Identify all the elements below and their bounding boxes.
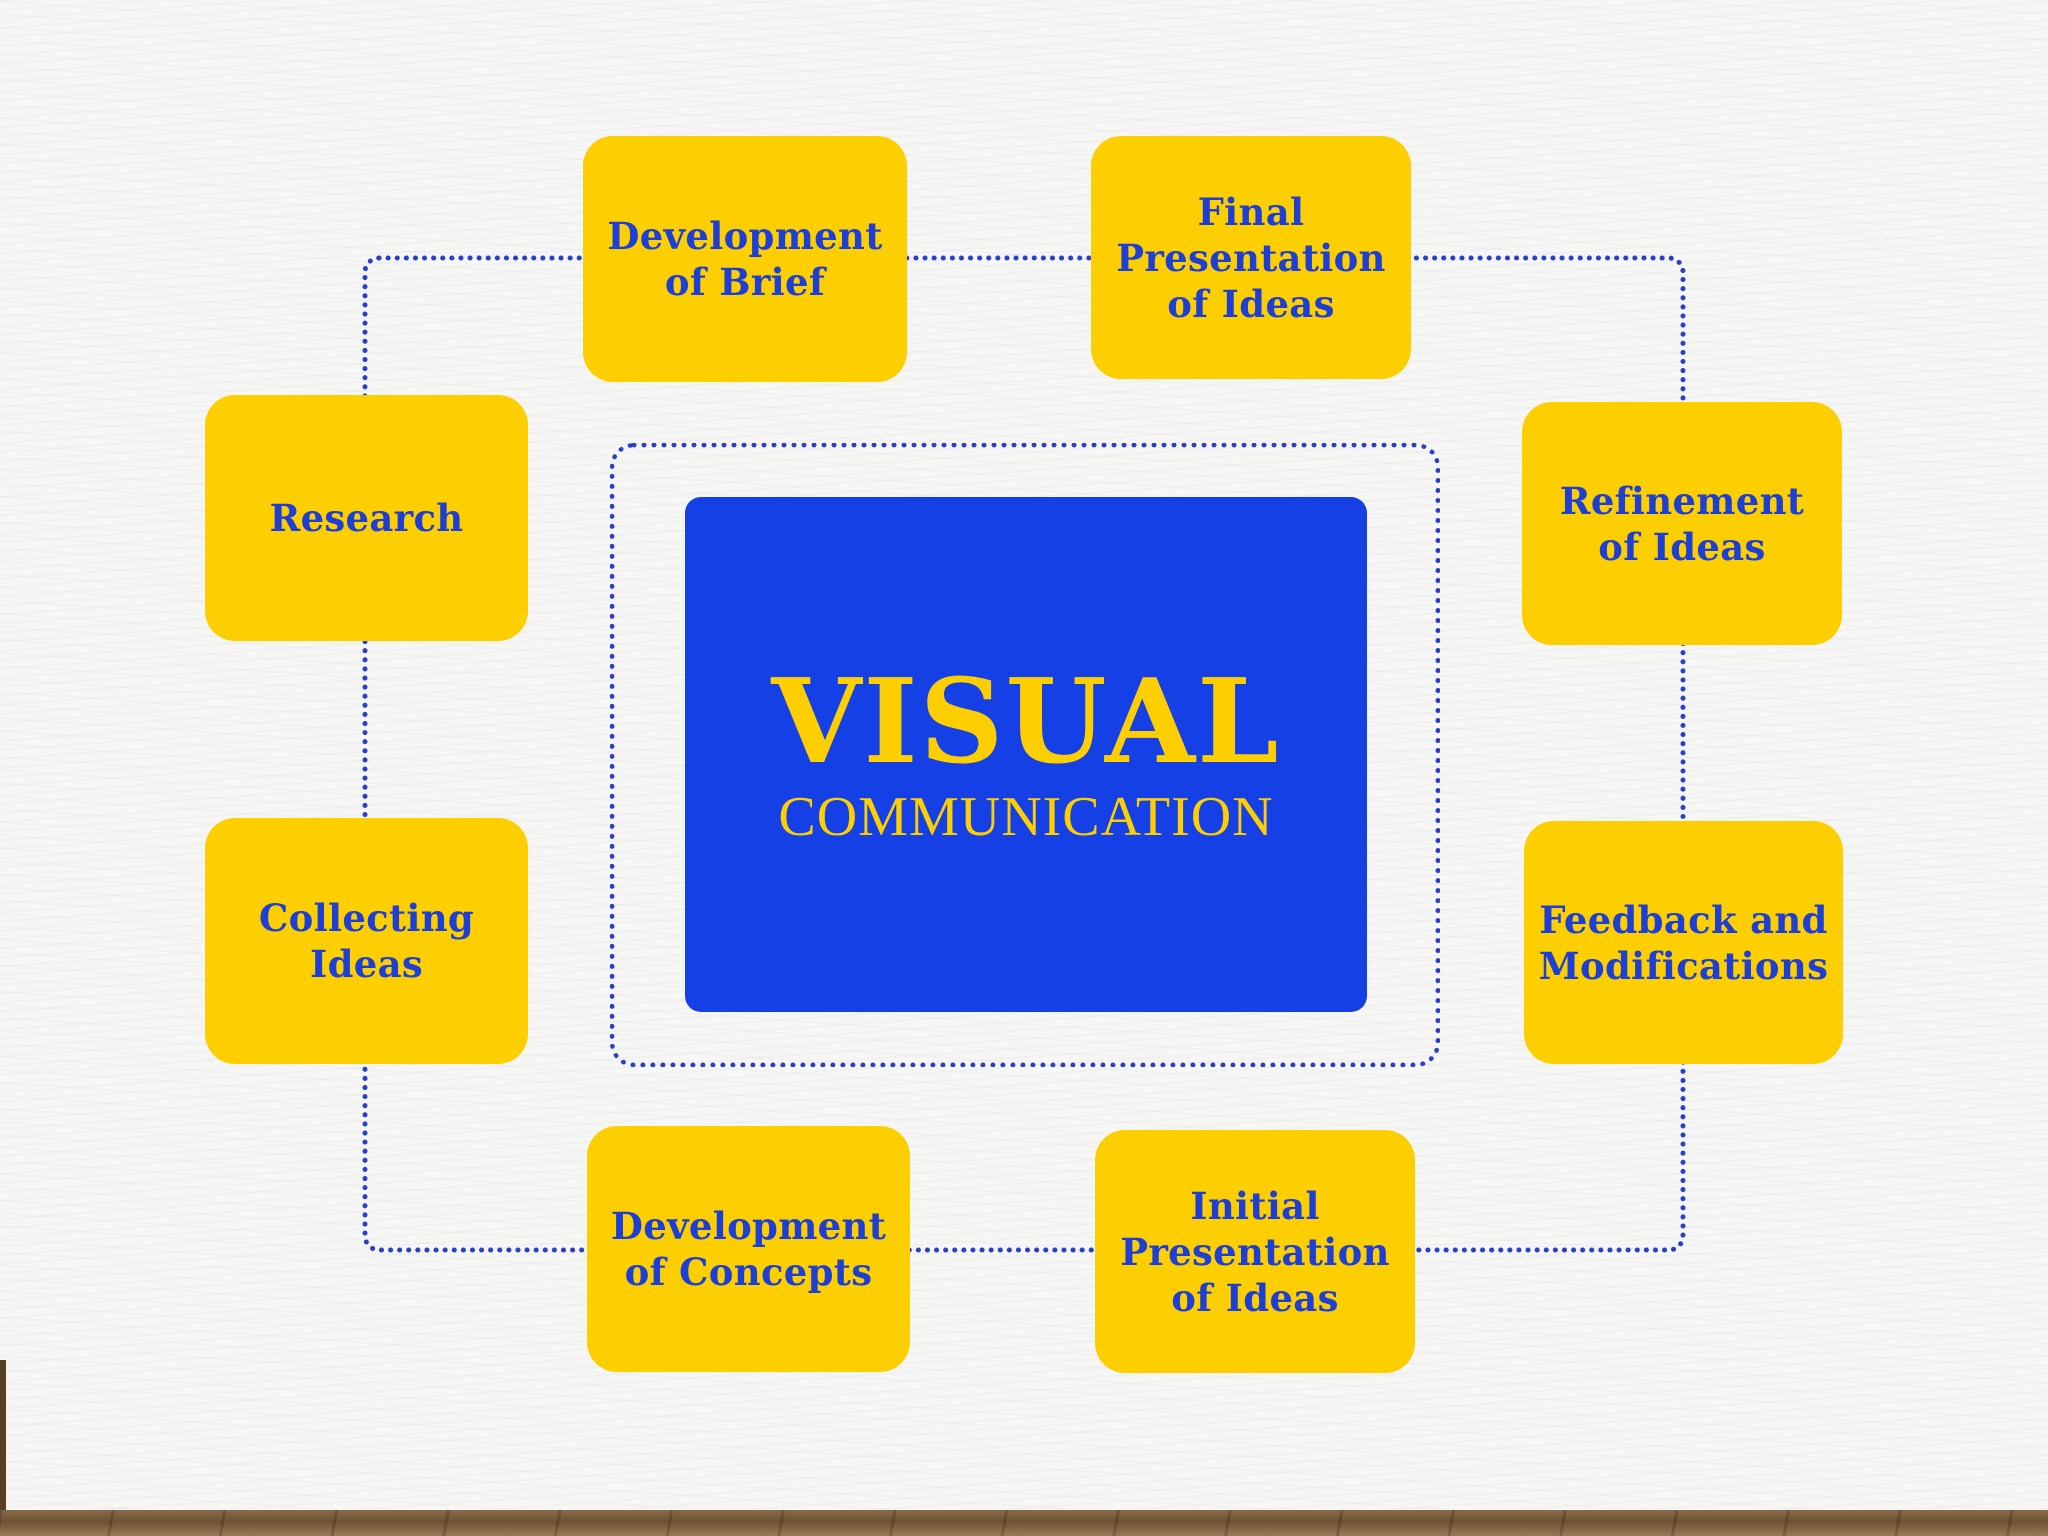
node-development-of-brief: Development of Brief (583, 136, 907, 382)
node-initial-presentation-of-ideas: Initial Presentation of Ideas (1095, 1130, 1415, 1373)
node-label: Final Presentation of Ideas (1116, 189, 1386, 326)
node-label: Feedback and Modifications (1538, 897, 1829, 988)
node-refinement-of-ideas: Refinement of Ideas (1522, 402, 1842, 645)
node-research: Research (205, 395, 528, 641)
node-label: Development of Brief (607, 214, 883, 304)
frame-edge (0, 1360, 6, 1510)
wood-floor-strip (0, 1510, 2048, 1536)
node-label: Collecting Ideas (258, 896, 475, 986)
node-label: Initial Presentation of Ideas (1120, 1183, 1390, 1320)
node-label: Refinement of Ideas (1559, 478, 1805, 569)
hub-dotted-frame (610, 443, 1440, 1067)
node-label: Development of Concepts (610, 1204, 887, 1294)
hub-title: VISUAL (771, 653, 1281, 790)
node-collecting-ideas: Collecting Ideas (205, 818, 528, 1064)
connector-dotted-path (362, 255, 1686, 1253)
node-final-presentation-of-ideas: Final Presentation of Ideas (1091, 136, 1411, 379)
center-hub: VISUAL COMMUNICATION (685, 497, 1367, 1012)
hub-subtitle: COMMUNICATION (778, 785, 1274, 848)
node-development-of-concepts: Development of Concepts (587, 1126, 910, 1372)
node-feedback-and-modifications: Feedback and Modifications (1524, 821, 1843, 1064)
node-label: Research (269, 496, 464, 540)
